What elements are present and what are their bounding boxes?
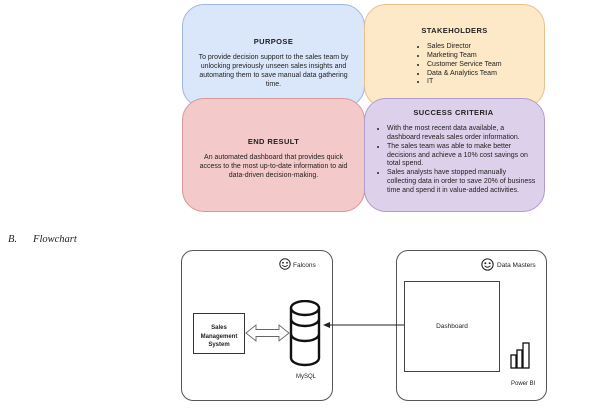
arrowhead	[323, 322, 330, 328]
list-item: Marketing Team	[427, 52, 536, 61]
purpose-text: To provide decision support to the sales…	[198, 54, 349, 88]
list-item: Sales Director	[427, 43, 536, 52]
stakeholders-list: Sales Director Marketing Team Customer S…	[415, 43, 536, 87]
end-result-text: An automated dashboard that provides qui…	[199, 154, 348, 179]
list-item: With the most recent data available, a d…	[387, 125, 536, 143]
smiley-face-icon	[279, 258, 291, 270]
section-number: B.	[8, 234, 18, 245]
stakeholders-title: STAKEHOLDERS	[421, 26, 488, 35]
power-bi-icon	[510, 342, 530, 369]
list-item: Customer Service Team	[427, 61, 536, 70]
falcons-title: Falcons	[293, 262, 316, 269]
end-result-card: END RESULT An automated dashboard that p…	[182, 98, 365, 212]
purpose-card: PURPOSE To provide decision support to t…	[182, 4, 365, 108]
data-masters-title: Data Masters	[497, 262, 536, 269]
purpose-title: PURPOSE	[253, 37, 294, 46]
stakeholders-card: STAKEHOLDERS Sales Director Marketing Te…	[364, 4, 545, 108]
list-item: IT	[427, 78, 536, 87]
list-item: The sales team was able to make better d…	[387, 143, 536, 169]
dashboard-box: Dashboard	[404, 281, 500, 372]
double-arrow-connector	[245, 324, 290, 342]
sales-management-system-box: Sales Management System	[193, 313, 245, 354]
success-criteria-list: With the most recent data available, a d…	[371, 125, 536, 195]
list-item: Data & Analytics Team	[427, 70, 536, 79]
list-item: Sales analysts have stopped manually col…	[387, 169, 536, 195]
smiley-face-icon	[481, 258, 494, 271]
success-criteria-title: SUCCESS CRITERIA	[413, 108, 494, 117]
section-title: Flowchart	[33, 234, 77, 245]
success-criteria-card: SUCCESS CRITERIA With the most recent da…	[364, 98, 545, 212]
database-cylinder-icon	[289, 300, 321, 367]
power-bi-label: Power BI	[511, 381, 536, 387]
section-heading: B. Flowchart	[8, 234, 77, 245]
data-masters-panel	[396, 250, 547, 401]
mysql-label: MySQL	[296, 374, 317, 380]
end-result-title: END RESULT	[247, 137, 300, 146]
